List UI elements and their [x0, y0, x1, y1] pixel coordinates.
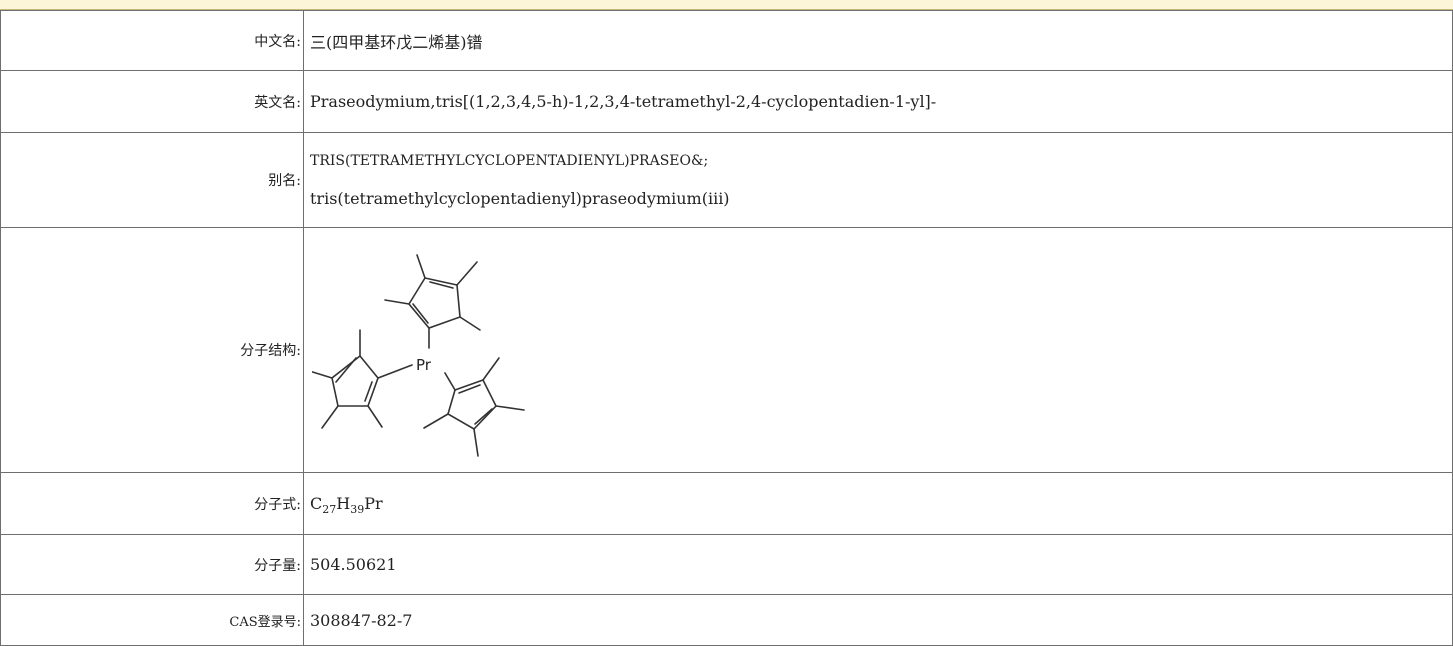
- label-cas: CAS登录号:: [0, 594, 304, 646]
- row-molecular-weight: 分子量: 504.50621: [0, 534, 1453, 595]
- formula-rest: Pr: [364, 494, 383, 513]
- value-cas: 308847-82-7: [303, 594, 1453, 646]
- alias-item: tris(tetramethylcyclopentadienyl)praseod…: [310, 189, 730, 208]
- row-aliases: 别名: TRIS(TETRAMETHYLCYCLOPENTADIENYL)PRA…: [0, 132, 1453, 228]
- value-chinese-name: 三(四甲基环戊二烯基)镨: [303, 10, 1453, 71]
- row-structure: 分子结构:: [0, 227, 1453, 473]
- row-english-name: 英文名: Praseodymium,tris[(1,2,3,4,5-h)-1,2…: [0, 70, 1453, 133]
- row-cas: CAS登录号: 308847-82-7: [0, 594, 1453, 646]
- value-formula: C27H39Pr: [303, 472, 1453, 535]
- alias-item: TRIS(TETRAMETHYLCYCLOPENTADIENYL)PRASEO&…: [310, 153, 709, 169]
- label-chinese-name: 中文名:: [0, 10, 304, 71]
- label-structure: 分子结构:: [0, 227, 304, 473]
- molecular-structure-image: Pr: [312, 254, 525, 457]
- compound-info-table: 中文名: 三(四甲基环戊二烯基)镨 英文名: Praseodymium,tris…: [0, 10, 1453, 646]
- label-english-name: 英文名:: [0, 70, 304, 133]
- row-chinese-name: 中文名: 三(四甲基环戊二烯基)镨: [0, 10, 1453, 71]
- value-structure: Pr: [303, 227, 1453, 473]
- formula-h: H: [336, 494, 351, 513]
- label-formula: 分子式:: [0, 472, 304, 535]
- header-strip: [0, 0, 1453, 10]
- formula-h-count: 39: [350, 503, 365, 517]
- formula-c: C: [310, 494, 323, 513]
- structure-atom-label: Pr: [416, 356, 432, 374]
- label-molecular-weight: 分子量:: [0, 534, 304, 595]
- formula-c-count: 27: [322, 503, 337, 517]
- value-molecular-weight: 504.50621: [303, 534, 1453, 595]
- value-aliases: TRIS(TETRAMETHYLCYCLOPENTADIENYL)PRASEO&…: [303, 132, 1453, 228]
- value-english-name: Praseodymium,tris[(1,2,3,4,5-h)-1,2,3,4-…: [303, 70, 1453, 133]
- label-aliases: 别名:: [0, 132, 304, 228]
- row-formula: 分子式: C27H39Pr: [0, 472, 1453, 535]
